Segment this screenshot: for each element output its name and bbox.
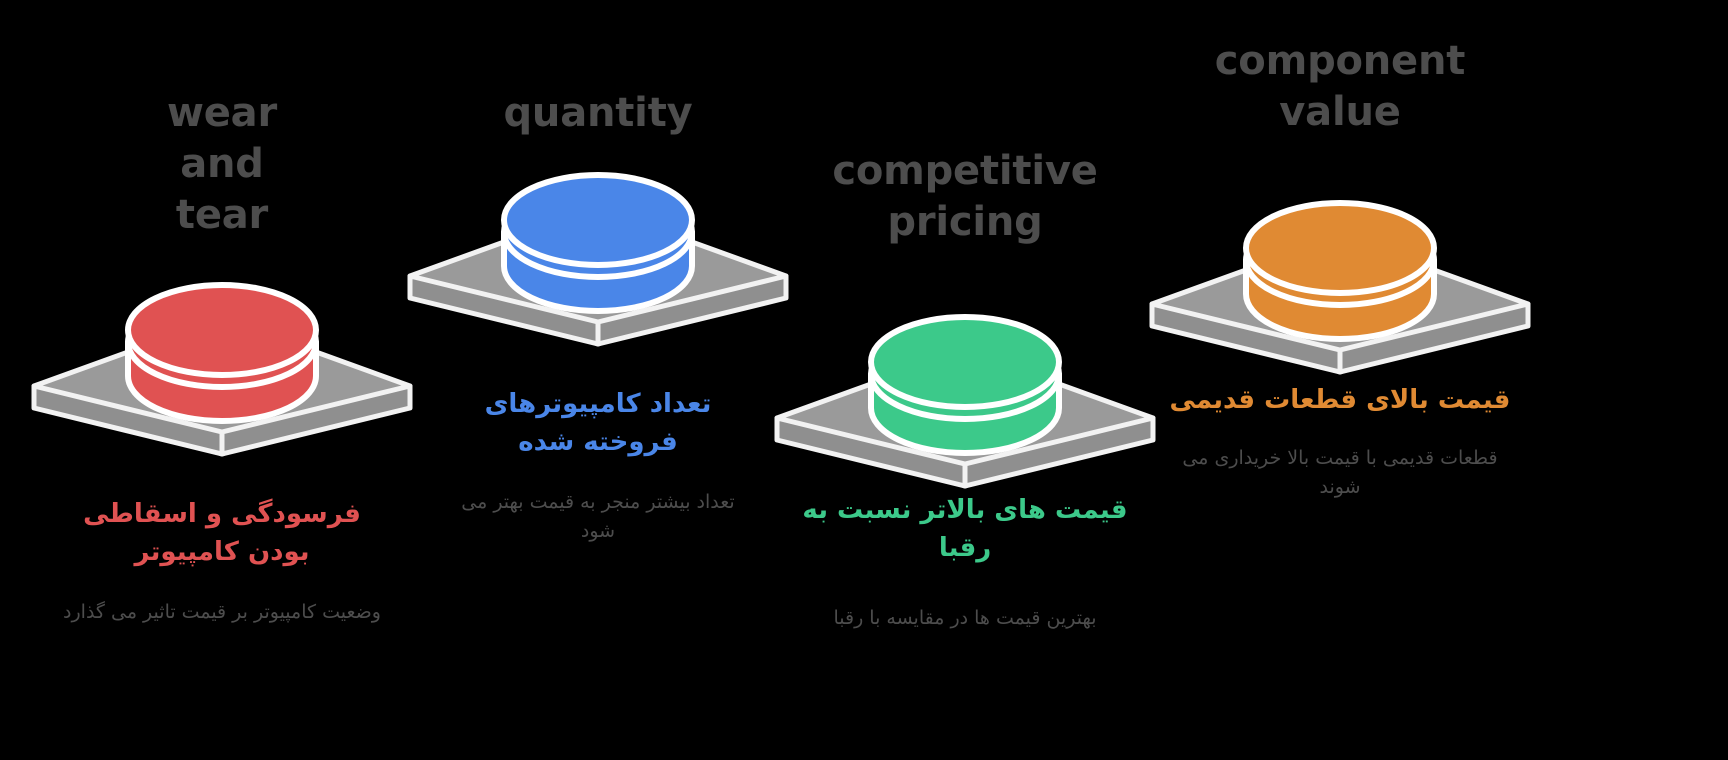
english-heading-wear-and-tear: wear and tear bbox=[166, 90, 277, 239]
english-heading-component-value: component value bbox=[1214, 38, 1466, 136]
button-top bbox=[501, 172, 695, 268]
slab-right-face bbox=[219, 383, 413, 457]
isometric-button-graphic bbox=[774, 314, 1156, 489]
isometric-button-graphic bbox=[31, 282, 413, 457]
button-graphic-component-value[interactable] bbox=[1130, 186, 1550, 375]
isometric-button-graphic bbox=[407, 172, 789, 347]
persian-subtitle-quantity: تعداد بیشتر منجر به قیمت بهتر می شود bbox=[461, 491, 735, 542]
factor-column-wear-and-tear: wear and tear فرسودگی و اسقاطی بودن کامپ… bbox=[12, 0, 432, 760]
isometric-button-graphic bbox=[1149, 200, 1531, 375]
button-graphic-quantity[interactable] bbox=[388, 158, 808, 347]
button-top bbox=[1243, 200, 1437, 296]
slab-right-face bbox=[1337, 301, 1531, 375]
persian-title-competitive-pricing: قیمت های بالاتر نسبت به رقبا bbox=[802, 495, 1128, 563]
button-top bbox=[125, 282, 319, 378]
button-top bbox=[868, 314, 1062, 410]
factor-column-component-value: component value قیمت بالای قطعات قدیمی قط… bbox=[1130, 0, 1550, 760]
slab-right-face bbox=[595, 273, 789, 347]
english-heading-competitive-pricing: competitive pricing bbox=[832, 148, 1098, 246]
button-graphic-competitive-pricing[interactable] bbox=[755, 300, 1175, 489]
factor-column-competitive-pricing: competitive pricing قیمت های بالاتر نسبت… bbox=[755, 0, 1175, 760]
button-graphic-wear-and-tear[interactable] bbox=[12, 268, 432, 457]
english-heading-quantity: quantity bbox=[503, 90, 693, 136]
persian-subtitle-component-value: قطعات قدیمی با قیمت بالا خریداری می شوند bbox=[1182, 447, 1498, 498]
persian-title-wear-and-tear: فرسودگی و اسقاطی بودن کامپیوتر bbox=[83, 499, 361, 567]
factor-column-quantity: quantity تعداد کامپیوترهای فروخته شده تعد… bbox=[388, 0, 808, 760]
round-button[interactable] bbox=[1243, 200, 1437, 342]
persian-title-component-value: قیمت بالای قطعات قدیمی bbox=[1169, 385, 1511, 415]
persian-title-quantity: تعداد کامپیوترهای فروخته شده bbox=[484, 389, 712, 457]
round-button[interactable] bbox=[868, 314, 1062, 456]
persian-subtitle-wear-and-tear: وضعیت کامپیوتر بر قیمت تاثیر می گذارد bbox=[63, 601, 381, 623]
persian-subtitle-competitive-pricing: بهترین قیمت ها در مقایسه با رقبا bbox=[833, 607, 1097, 629]
round-button[interactable] bbox=[501, 172, 695, 314]
round-button[interactable] bbox=[125, 282, 319, 424]
slab-right-face bbox=[962, 415, 1156, 489]
